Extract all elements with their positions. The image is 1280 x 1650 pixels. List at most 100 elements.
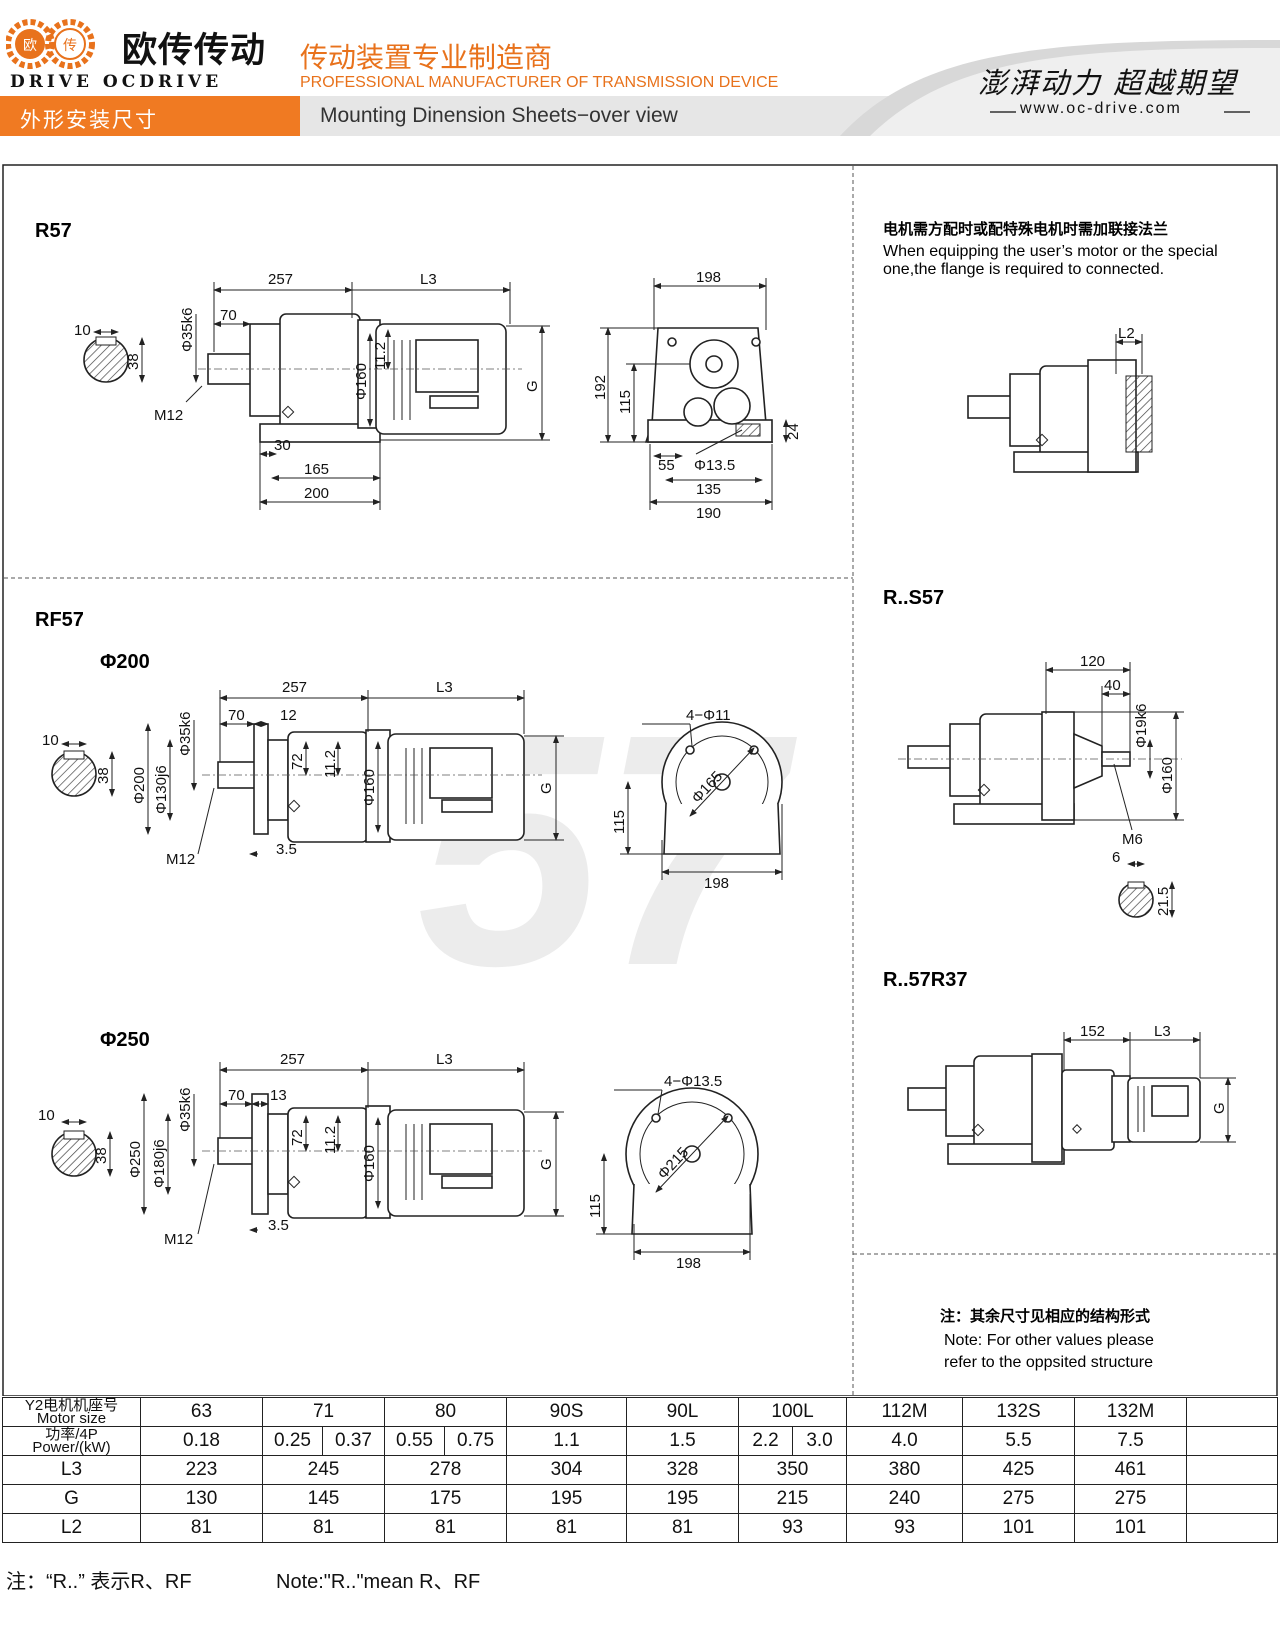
table-row-label: L3 bbox=[2, 1455, 141, 1485]
table-row-label: G bbox=[2, 1484, 141, 1514]
r57-shaft-section: 10 38 bbox=[74, 322, 145, 383]
table-cell: 223 bbox=[140, 1455, 263, 1485]
rf57-title: RF57 bbox=[35, 609, 84, 631]
rf57-250-dim-l3: L3 bbox=[436, 1051, 453, 1068]
table-cell: 425 bbox=[962, 1455, 1076, 1485]
view-rf57-phi200: RF57 Φ200 10 38 257 L3 bbox=[35, 609, 783, 892]
logo-badge-right: 传 bbox=[63, 37, 77, 53]
rf57-250-side-view: 257 L3 70 13 Φ250 Φ180j6 Φ35k6 72 11.2 Φ… bbox=[127, 1051, 564, 1248]
table-row-label: L2 bbox=[2, 1513, 141, 1543]
r57-dim-257: 257 bbox=[268, 271, 293, 288]
table-cell: 93 bbox=[846, 1513, 964, 1543]
view-r57: R57 10 38 257 L3 bbox=[35, 220, 802, 522]
r57-dim-70: 70 bbox=[220, 307, 237, 324]
rf57-200-dim-l3: L3 bbox=[436, 679, 453, 696]
slogan-en: PROFESSIONAL MANUFACTURER OF TRANSMISSIO… bbox=[300, 74, 779, 91]
table-cell: 245 bbox=[261, 1455, 386, 1485]
r57-end-dim-135: 135 bbox=[696, 481, 721, 498]
r57-end-dim-55: 55 bbox=[658, 457, 675, 474]
table-cell: 275 bbox=[962, 1484, 1076, 1514]
motor-size-label-en: Motor size bbox=[36, 1410, 107, 1427]
rf57-250-dim-257: 257 bbox=[280, 1051, 305, 1068]
rf57-200-end-dim-198: 198 bbox=[704, 875, 729, 892]
other-values-note: 注：其余尺寸见相应的结构形式 Note: For other values pl… bbox=[940, 1307, 1154, 1371]
table-cell: 93 bbox=[738, 1513, 848, 1543]
rs57-title: R..S57 bbox=[883, 587, 944, 609]
rf57-250-title: Φ250 bbox=[100, 1029, 150, 1051]
table-cell: 1.5 bbox=[626, 1426, 740, 1456]
table-cell-empty bbox=[1186, 1513, 1278, 1543]
r57-end-dim-198: 198 bbox=[696, 269, 721, 286]
r57-end-dim-190: 190 bbox=[696, 505, 721, 522]
table-row-l3: L3 223 245 278 304 328 350 380 425 461 bbox=[2, 1455, 1278, 1485]
rf57-200-dim-phi160: Φ160 bbox=[361, 769, 378, 806]
table-cell: 380 bbox=[846, 1455, 964, 1485]
rf57-200-dim-flange: Φ200 bbox=[131, 767, 148, 804]
logo-name-cn: 欧传传动 bbox=[122, 31, 267, 71]
r57-dim-200: 200 bbox=[304, 485, 329, 502]
r57-dim-10: 10 bbox=[74, 322, 91, 339]
r57-thread: M12 bbox=[154, 407, 183, 424]
footer-note-en: Note:"R.."mean R、RF bbox=[276, 1571, 481, 1593]
table-cell: 275 bbox=[1074, 1484, 1188, 1514]
table-cell: 81 bbox=[261, 1513, 386, 1543]
table-cell: 132M bbox=[1074, 1397, 1188, 1427]
other-note-en-2: refer to the oppsited structure bbox=[944, 1354, 1153, 1371]
table-cell: 0.37 bbox=[321, 1426, 386, 1456]
company-motto: 澎湃动力 超越期望 bbox=[978, 66, 1238, 100]
rf57-250-dim-flange: Φ250 bbox=[127, 1141, 144, 1178]
table-cell: 2.2 bbox=[738, 1426, 794, 1456]
rf57-200-end-dim-115: 115 bbox=[611, 810, 628, 834]
r57-side-view: 257 L3 70 Φ35k6 Φ160 11.2 G M12 30 165 2… bbox=[154, 271, 550, 510]
rf57-200-end-holes: 4−Φ11 bbox=[686, 707, 731, 724]
rs57-dim-40: 40 bbox=[1104, 677, 1121, 694]
view-r57r37: R..57R37 152 L3 G bbox=[883, 969, 1236, 1165]
table-row-g: G 130 145 175 195 195 215 240 275 275 bbox=[2, 1484, 1278, 1514]
other-note-cn: 注：其余尺寸见相应的结构形式 bbox=[940, 1307, 1150, 1325]
table-cell: 3.0 bbox=[792, 1426, 848, 1456]
adapter-note-en-2: one,the flange is required to connected. bbox=[883, 261, 1164, 278]
table-cell: 175 bbox=[384, 1484, 508, 1514]
r57-title: R57 bbox=[35, 220, 72, 242]
table-cell: 81 bbox=[506, 1513, 628, 1543]
header-swoosh bbox=[840, 40, 1280, 136]
rf57-250-dim-g: G bbox=[538, 1158, 555, 1170]
rf57-200-dim-11-2: 11.2 bbox=[322, 750, 339, 778]
motor-size-label-cn: Y2电机机座号 bbox=[24, 1397, 119, 1414]
rf57-200-dim-g: G bbox=[538, 782, 555, 794]
table-cell: 71 bbox=[261, 1397, 386, 1427]
slogan-cn: 传动装置专业制造商 bbox=[300, 41, 553, 74]
rs57-dim-shaft-dia: Φ19k6 bbox=[1133, 704, 1150, 749]
rf57-200-dim-38: 38 bbox=[95, 767, 112, 784]
rf57-250-dim-phi160: Φ160 bbox=[361, 1145, 378, 1182]
table-cell: 328 bbox=[626, 1455, 740, 1485]
table-cell: 0.18 bbox=[140, 1426, 263, 1456]
table-cell: 240 bbox=[846, 1484, 964, 1514]
rf57-250-dim-70: 70 bbox=[228, 1087, 245, 1104]
rf57-200-title: Φ200 bbox=[100, 651, 150, 673]
table-cell: 100L bbox=[738, 1397, 848, 1427]
power-label-cn: 功率/4P bbox=[45, 1426, 98, 1443]
r57r37-title: R..57R37 bbox=[883, 969, 968, 991]
rf57-200-shaft-section: 10 38 bbox=[42, 732, 115, 797]
rf57-250-end-holes: 4−Φ13.5 bbox=[664, 1073, 722, 1090]
table-cell: 145 bbox=[261, 1484, 386, 1514]
table-cell: 350 bbox=[738, 1455, 848, 1485]
table-cell: 81 bbox=[626, 1513, 740, 1543]
r57r37-dim-l3: L3 bbox=[1154, 1023, 1171, 1040]
table-cell: 81 bbox=[384, 1513, 508, 1543]
rf57-200-dim-70: 70 bbox=[228, 707, 245, 724]
section-title-en: Mounting Dinension Sheets−over view bbox=[320, 104, 678, 127]
rf57-200-dim-257: 257 bbox=[282, 679, 307, 696]
r57-dim-165: 165 bbox=[304, 461, 329, 478]
table-cell-empty bbox=[1186, 1455, 1278, 1485]
table-cell: 4.0 bbox=[846, 1426, 964, 1456]
r57-dim-11-2: 11.2 bbox=[372, 342, 389, 370]
rf57-250-dim-spigot: Φ180j6 bbox=[151, 1139, 168, 1188]
view-adapter-flange: 电机需方配时或配特殊电机时需加联接法兰 When equipping the u… bbox=[883, 220, 1218, 473]
r57-dim-phi160: Φ160 bbox=[353, 363, 370, 400]
